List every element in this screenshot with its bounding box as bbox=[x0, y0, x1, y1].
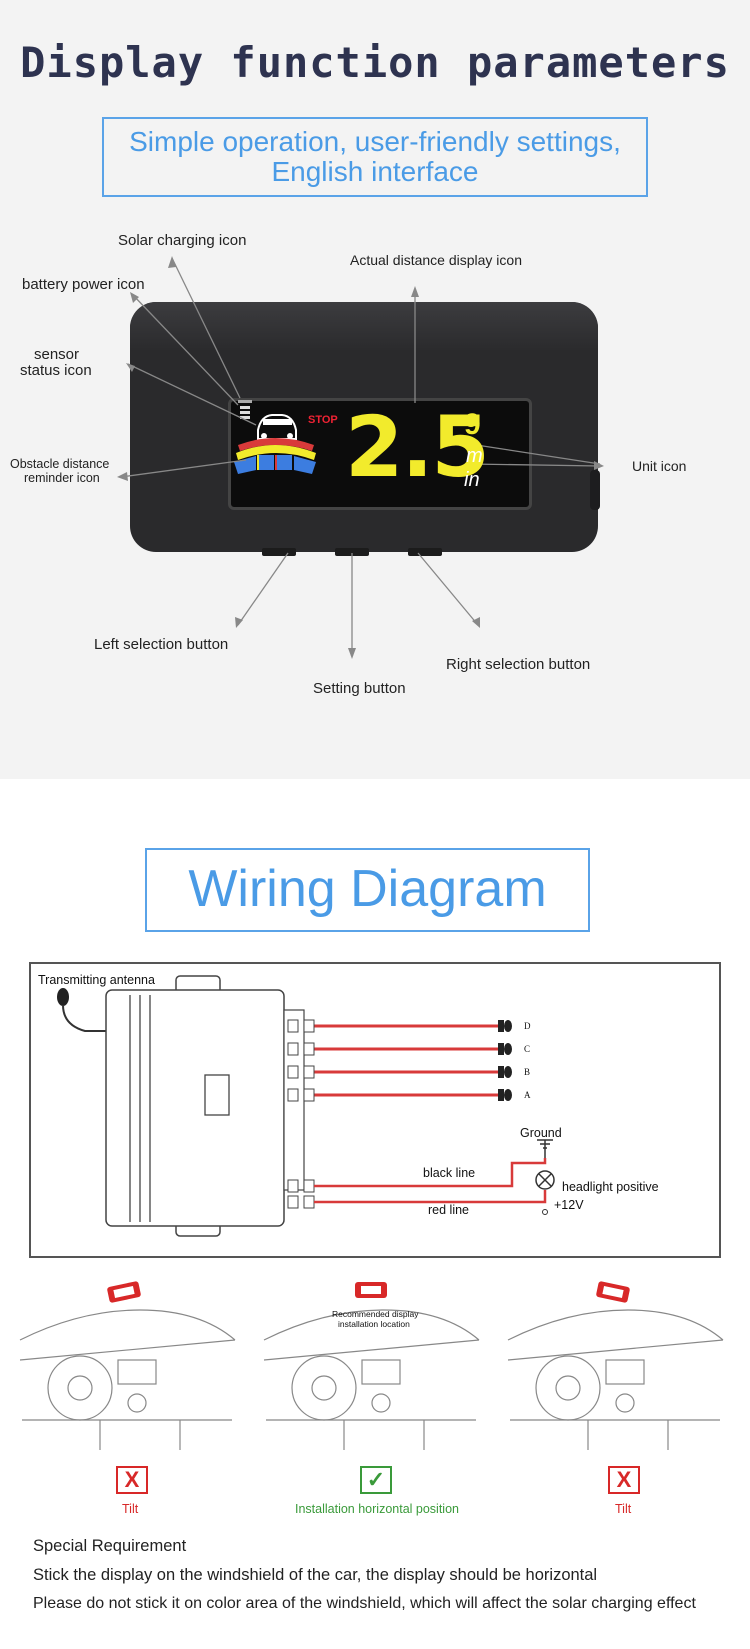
right-button-cap bbox=[408, 548, 442, 556]
unit-icon-label: Unit icon bbox=[632, 458, 687, 474]
setting-button-cap bbox=[335, 548, 369, 556]
left-selection-label: Left selection button bbox=[94, 636, 229, 653]
antenna-label: Transmitting antenna bbox=[38, 973, 155, 987]
battery-icon bbox=[240, 406, 250, 419]
callout-arrowheads bbox=[117, 256, 604, 659]
horizontal-caption: Installation horizontal position bbox=[295, 1502, 459, 1516]
obstacle-distance-label-1: Obstacle distance bbox=[10, 457, 110, 471]
port-d-label: D bbox=[524, 1021, 531, 1031]
unit-glyph: 9 bbox=[464, 408, 481, 441]
right-selection-label: Right selection button bbox=[446, 656, 591, 673]
port-b-label: B bbox=[524, 1067, 531, 1077]
solar-charging-label: Solar charging icon bbox=[118, 232, 247, 249]
ground-label: Ground bbox=[520, 1126, 562, 1140]
recommended-label-1: Recommended display bbox=[332, 1309, 419, 1319]
requirement-heading: Special Requirement bbox=[33, 1537, 187, 1555]
display-parameters-heading: Display function parameters bbox=[20, 38, 730, 87]
sensor-status-label-2: status icon bbox=[20, 362, 92, 379]
wiring-diagram-box bbox=[29, 962, 721, 1258]
setting-button-label: Setting button bbox=[313, 680, 406, 697]
tilt-left-caption: Tilt bbox=[122, 1502, 139, 1516]
obstacle-distance-label-2: reminder icon bbox=[24, 471, 100, 485]
tilt-right-mark: X bbox=[608, 1466, 640, 1494]
horizontal-ok-mark: ✓ bbox=[360, 1466, 392, 1494]
battery-power-label: battery power icon bbox=[22, 276, 145, 293]
voltage-label: +12V bbox=[554, 1198, 584, 1212]
device-top-bevel bbox=[130, 302, 598, 352]
tilt-right-caption: Tilt bbox=[615, 1502, 632, 1516]
car-icon bbox=[257, 414, 297, 440]
subtitle-box: Simple operation, user-friendly settings… bbox=[102, 117, 648, 197]
headlight-positive-label: headlight positive bbox=[562, 1180, 659, 1194]
device-graphics bbox=[117, 256, 604, 659]
unit-inch: in bbox=[464, 469, 480, 491]
sensor-status-label-1: sensor bbox=[34, 346, 80, 363]
callout-lines bbox=[120, 257, 601, 655]
side-port bbox=[590, 470, 600, 510]
left-button-cap bbox=[262, 548, 296, 556]
subtitle-line-1: Simple operation, user-friendly settings… bbox=[129, 126, 621, 157]
display-screen bbox=[228, 398, 532, 510]
requirement-line-2: Please do not stick it on color area of … bbox=[33, 1595, 696, 1612]
requirement-line-1: Stick the display on the windshield of t… bbox=[33, 1566, 598, 1584]
wiring-diagram-heading: Wiring Diagram bbox=[145, 848, 590, 932]
subtitle-line-2: English interface bbox=[271, 156, 479, 187]
port-c-label: C bbox=[524, 1044, 531, 1054]
tilt-left-mark: X bbox=[116, 1466, 148, 1494]
solar-icon bbox=[238, 400, 252, 403]
red-line-label: red line bbox=[428, 1203, 469, 1217]
stop-indicator: STOP bbox=[308, 414, 338, 426]
black-line-label: black line bbox=[423, 1166, 476, 1180]
distance-readout: 2.5 bbox=[345, 398, 490, 496]
actual-distance-label: Actual distance display icon bbox=[350, 252, 522, 268]
port-a-label: A bbox=[524, 1090, 531, 1100]
unit-meter: m bbox=[466, 445, 483, 467]
obstacle-distance-arcs bbox=[234, 438, 316, 474]
recommended-label-2: installation location bbox=[338, 1319, 410, 1329]
